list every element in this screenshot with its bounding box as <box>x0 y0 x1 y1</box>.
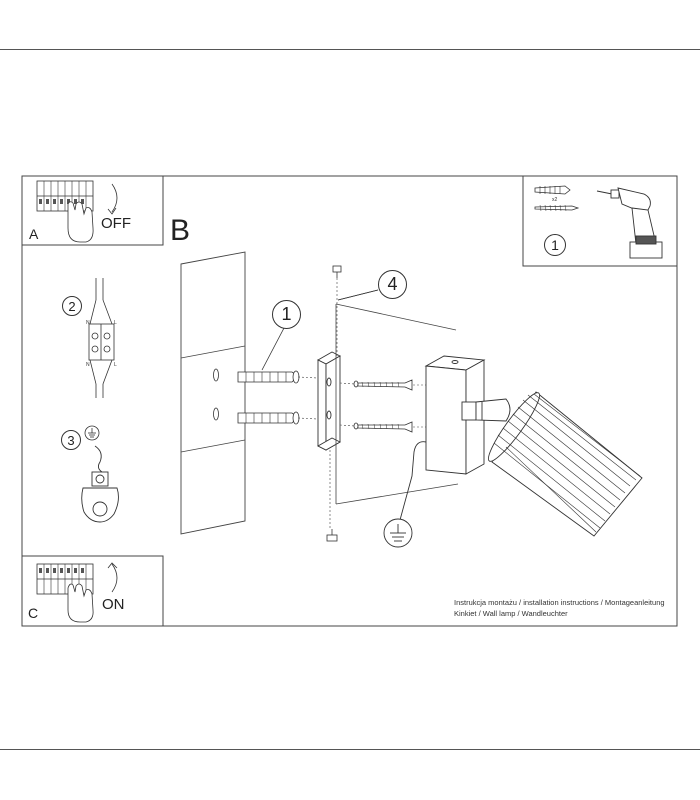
lamp-shade <box>488 391 643 537</box>
bracket-screw-bottom <box>326 529 338 542</box>
ground-clamp-icon <box>81 445 119 523</box>
wall-plug-upper <box>237 370 300 384</box>
screw-upper <box>353 379 413 391</box>
bracket-leader <box>337 289 379 301</box>
drill-icon <box>596 187 663 259</box>
panel-c-box <box>21 555 164 627</box>
wall-holes <box>213 368 219 421</box>
wall-plug-lower <box>237 411 300 425</box>
terminal-label-l-bottom: L <box>114 362 117 368</box>
panel-b-letter: B <box>170 214 191 247</box>
switch-off-label: OFF <box>101 215 131 232</box>
screw-lower <box>353 421 413 433</box>
step-number-bracket: 4 <box>378 270 407 299</box>
main-frame <box>21 175 678 627</box>
bracket-screw-top <box>332 265 342 278</box>
tools-box <box>522 175 678 267</box>
panel-a-box <box>21 175 164 246</box>
ground-symbol-large <box>383 518 413 548</box>
terminal-label-n-bottom: N <box>86 362 90 368</box>
switchboard-off-icon <box>36 180 118 243</box>
step-number-wiring: 2 <box>62 296 82 316</box>
switchboard-on-icon <box>36 562 118 623</box>
footer-title-line: Instrukcja montażu / installation instru… <box>454 598 665 607</box>
multiplier-label: x2 <box>552 197 558 203</box>
alignment-lines <box>297 278 426 530</box>
step-number-anchors: 1 <box>272 300 301 329</box>
panel-a-letter: A <box>29 226 39 242</box>
step-number-tools: 1 <box>544 234 566 256</box>
wall-plug-icon <box>534 185 571 195</box>
anchors-leader <box>261 327 285 371</box>
terminal-label-n-top: N <box>86 320 90 326</box>
screw-icon <box>534 204 580 212</box>
panel-c-letter: C <box>28 605 39 621</box>
footer-product-line: Kinkiet / Wall lamp / Wandleuchter <box>454 609 568 618</box>
switch-on-label: ON <box>102 596 125 613</box>
ground-symbol-icon <box>84 425 100 441</box>
step-number-ground: 3 <box>61 430 81 450</box>
ground-wire <box>399 441 427 521</box>
terminal-block-icon <box>88 278 115 398</box>
mounting-bracket <box>317 351 341 451</box>
terminal-label-l-top: L <box>114 320 117 326</box>
lamp-joint <box>461 398 511 422</box>
instruction-sheet <box>0 49 700 750</box>
wall-section <box>180 251 246 535</box>
